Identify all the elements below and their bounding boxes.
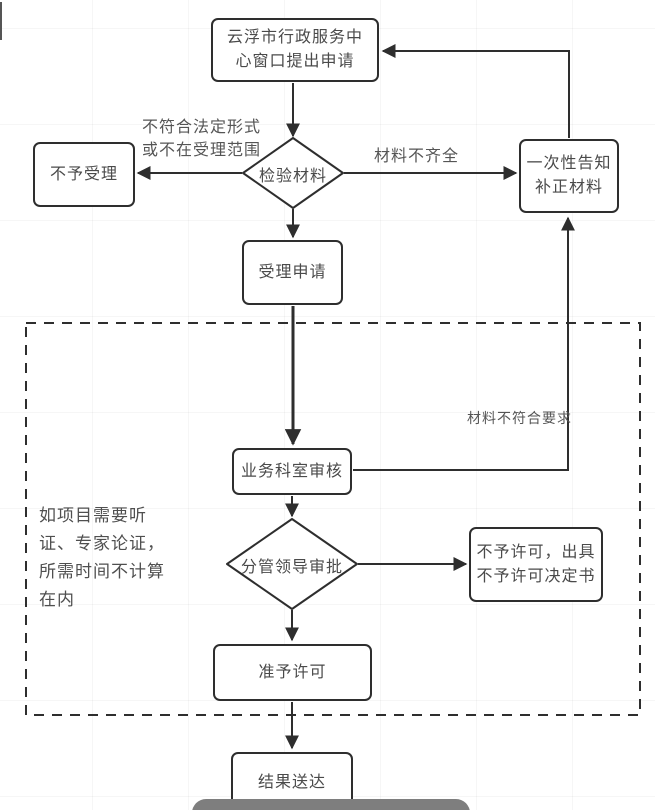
decision-leader-approval-label: 分管领导审批 xyxy=(240,559,343,576)
node-not-accepted: 不予受理 xyxy=(33,142,135,207)
node-submit-application: 云浮市行政服务中 心窗口提出申请 xyxy=(211,18,379,82)
hearing-note-text: 如项目需要听 证、专家论证， 所需时间不计算 在内 xyxy=(39,506,165,609)
node-department-review: 业务科室审核 xyxy=(232,448,352,495)
arrow-notify-to-apply xyxy=(381,44,570,138)
node-grant-permit: 准予许可 xyxy=(213,644,372,701)
decision-check-materials-label: 检验材料 xyxy=(258,168,327,185)
edge-label-incomplete-materials: 材料不齐全 xyxy=(374,148,460,165)
edge-label-materials-not-meet: 材料不符合要求 xyxy=(467,410,572,426)
node-onetime-notice: 一次性告知 补正材料 xyxy=(519,139,619,213)
node-accept-application: 受理申请 xyxy=(242,240,343,305)
arrow-dept-to-notify xyxy=(353,216,575,471)
node-deny-permit: 不予许可，出具 不予许可决定书 xyxy=(469,527,603,602)
edge-label-not-legal-form: 不符合法定形式 或不在受理范围 xyxy=(142,119,262,159)
left-edge-artifact xyxy=(0,2,2,40)
bottom-gray-bar xyxy=(192,799,470,810)
